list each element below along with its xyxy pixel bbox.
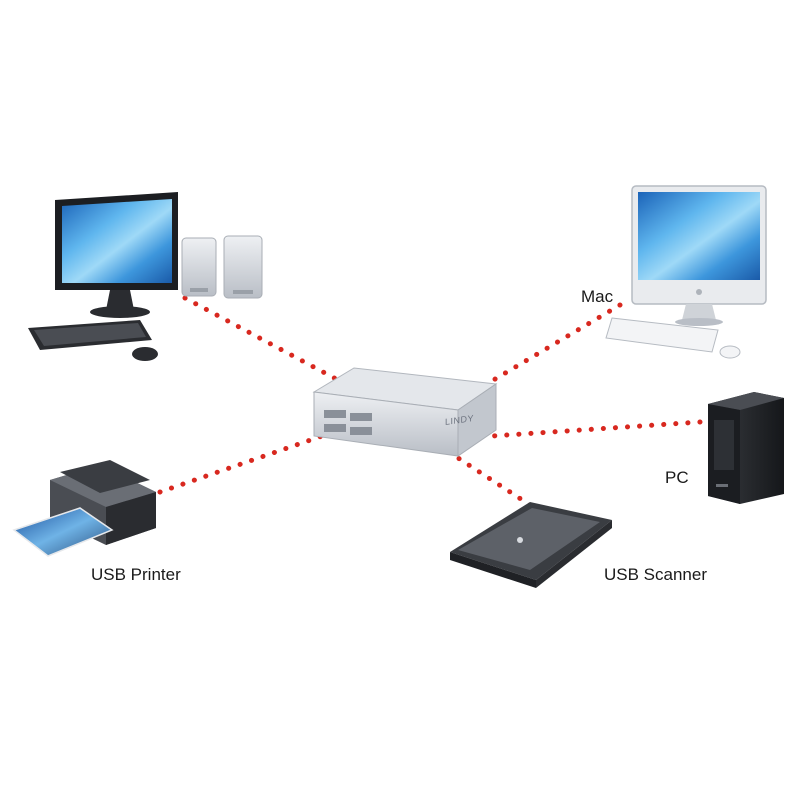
link-printer [157,432,328,495]
label-pc: PC [665,468,689,487]
label-usb-printer: USB Printer [91,565,181,584]
monitor-icon [55,192,178,318]
mouse-icon [132,347,158,361]
link-mac [477,302,623,391]
label-mac: Mac [581,287,614,306]
link-pc-left [182,295,341,383]
link-pc [489,419,703,439]
pc-tower-icon [708,392,784,504]
connection-lines [157,295,703,508]
keyboard-icon [28,320,152,350]
scanner-icon [450,502,612,588]
printer-icon [12,460,156,557]
speaker-icon [181,235,263,299]
link-scanner [452,453,533,508]
kvm-switch-icon [312,367,498,457]
imac-icon [605,185,767,359]
label-usb-scanner: USB Scanner [604,565,707,584]
